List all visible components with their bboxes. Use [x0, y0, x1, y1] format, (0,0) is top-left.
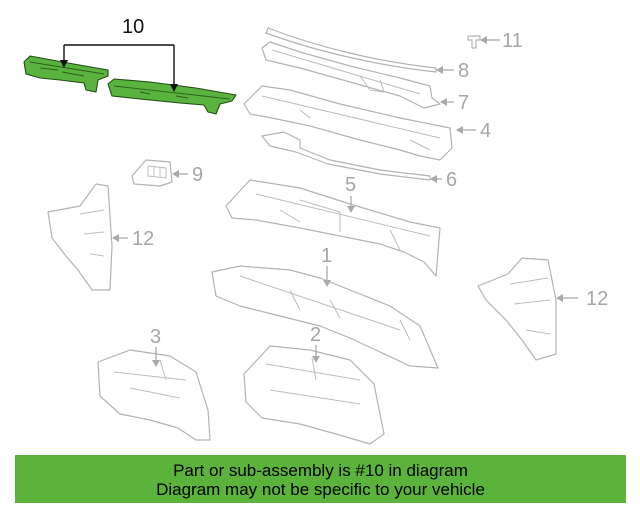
part-11-clip[interactable]	[467, 35, 481, 49]
part-7-cowl-top[interactable]	[261, 41, 441, 109]
part-12-left-pillar[interactable]	[47, 183, 113, 291]
part-3-insulator[interactable]	[97, 349, 211, 441]
callout-12-left: 12	[112, 228, 154, 250]
parts-diagram: 10 11 8 7 4	[23, 16, 608, 445]
callout-6-label: 6	[446, 169, 457, 191]
part-8-weatherstrip[interactable]	[265, 27, 437, 73]
callout-4: 4	[456, 120, 491, 142]
part-4-cowl-panel[interactable]	[243, 85, 453, 161]
callout-8-label: 8	[458, 60, 469, 82]
callout-9: 9	[172, 164, 203, 186]
part-1-dash-panel[interactable]	[211, 265, 439, 369]
banner-line-1: Part or sub-assembly is #10 in diagram	[173, 461, 468, 480]
part-5-dash-panel-upper[interactable]	[225, 179, 441, 277]
callout-1: 1	[321, 245, 332, 287]
callout-11: 11	[480, 30, 523, 52]
callout-7: 7	[440, 92, 469, 114]
part-6-seal[interactable]	[261, 131, 431, 181]
callout-2-label: 2	[310, 324, 321, 346]
callout-4-label: 4	[480, 120, 491, 142]
info-banner: Part or sub-assembly is #10 in diagram D…	[15, 455, 626, 503]
callout-5-label: 5	[345, 174, 356, 196]
callout-2: 2	[310, 324, 321, 363]
callout-12-right-label: 12	[586, 288, 608, 310]
callout-3-label: 3	[150, 326, 161, 348]
callout-1-label: 1	[321, 245, 332, 267]
callout-9-label: 9	[192, 164, 203, 186]
part-12-right-pillar[interactable]	[477, 257, 557, 361]
callout-7-label: 7	[458, 92, 469, 114]
part-2-insulator[interactable]	[243, 345, 385, 445]
callout-10: 10	[60, 16, 178, 92]
banner-line-2: Diagram may not be specific to your vehi…	[156, 480, 485, 499]
part-9-cowl-grille[interactable]	[131, 159, 173, 187]
callout-10-label: 10	[122, 16, 144, 38]
part-10-cowl-panel[interactable]	[23, 55, 237, 115]
callout-12-left-label: 12	[132, 228, 154, 250]
callout-12-right: 12	[556, 288, 608, 310]
callout-3: 3	[150, 326, 161, 367]
callout-8: 8	[436, 60, 469, 82]
callout-6: 6	[430, 169, 457, 191]
callout-5: 5	[345, 174, 356, 213]
callout-11-label: 11	[502, 30, 523, 52]
